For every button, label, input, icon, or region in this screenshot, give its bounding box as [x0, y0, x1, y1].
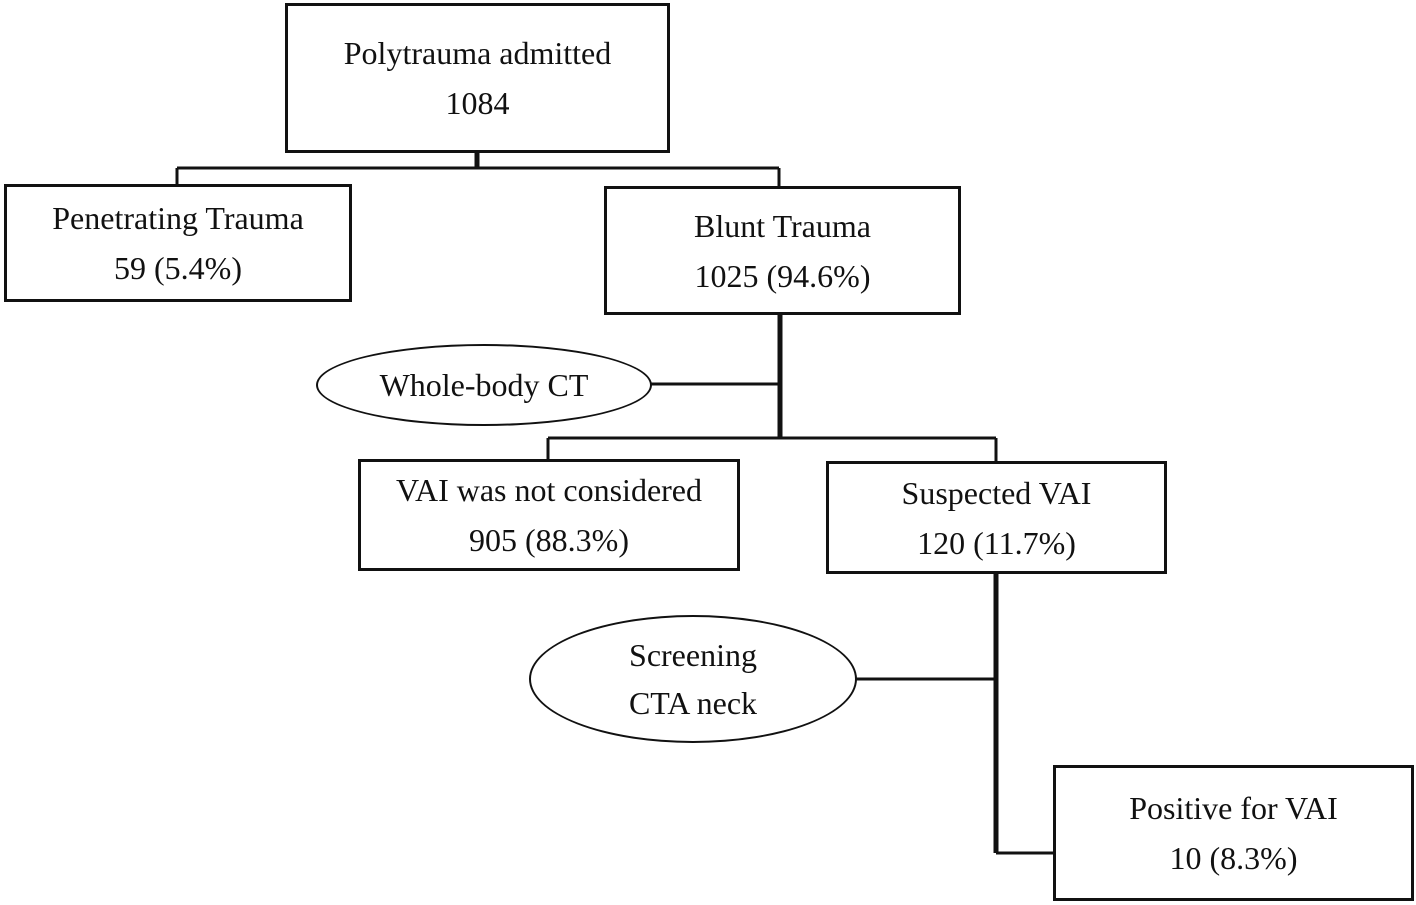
node-value: 1084: [445, 85, 510, 121]
node-value: 120 (11.7%): [917, 524, 1076, 561]
procedure-whole-body-ct: Whole-body CT: [316, 344, 652, 426]
node-label: Suspected VAI: [901, 474, 1092, 511]
node-value: 1025 (94.6%): [694, 257, 871, 294]
procedure-line-1: Screening: [629, 637, 757, 673]
node-label: VAI was not considered: [395, 472, 702, 508]
procedure-screening-cta-neck: Screening CTA neck: [529, 615, 857, 743]
node-blunt-trauma: Blunt Trauma 1025 (94.6%): [604, 186, 961, 315]
node-polytrauma-admitted: Polytrauma admitted 1084: [285, 3, 670, 153]
node-vai-not-considered: VAI was not considered 905 (88.3%): [358, 459, 740, 571]
node-positive-for-vai: Positive for VAI 10 (8.3%): [1053, 765, 1414, 901]
node-value: 905 (88.3%): [469, 522, 629, 558]
node-label: Positive for VAI: [1129, 790, 1338, 826]
node-label: Polytrauma admitted: [343, 35, 612, 71]
node-suspected-vai: Suspected VAI 120 (11.7%): [826, 461, 1167, 574]
node-label: Penetrating Trauma: [52, 200, 304, 236]
node-value: 59 (5.4%): [114, 250, 242, 286]
procedure-line-2: CTA neck: [628, 685, 758, 721]
node-value: 10 (8.3%): [1169, 840, 1298, 876]
node-penetrating-trauma: Penetrating Trauma 59 (5.4%): [4, 184, 352, 302]
procedure-label: Whole-body CT: [379, 367, 589, 403]
node-label: Blunt Trauma: [694, 207, 871, 244]
